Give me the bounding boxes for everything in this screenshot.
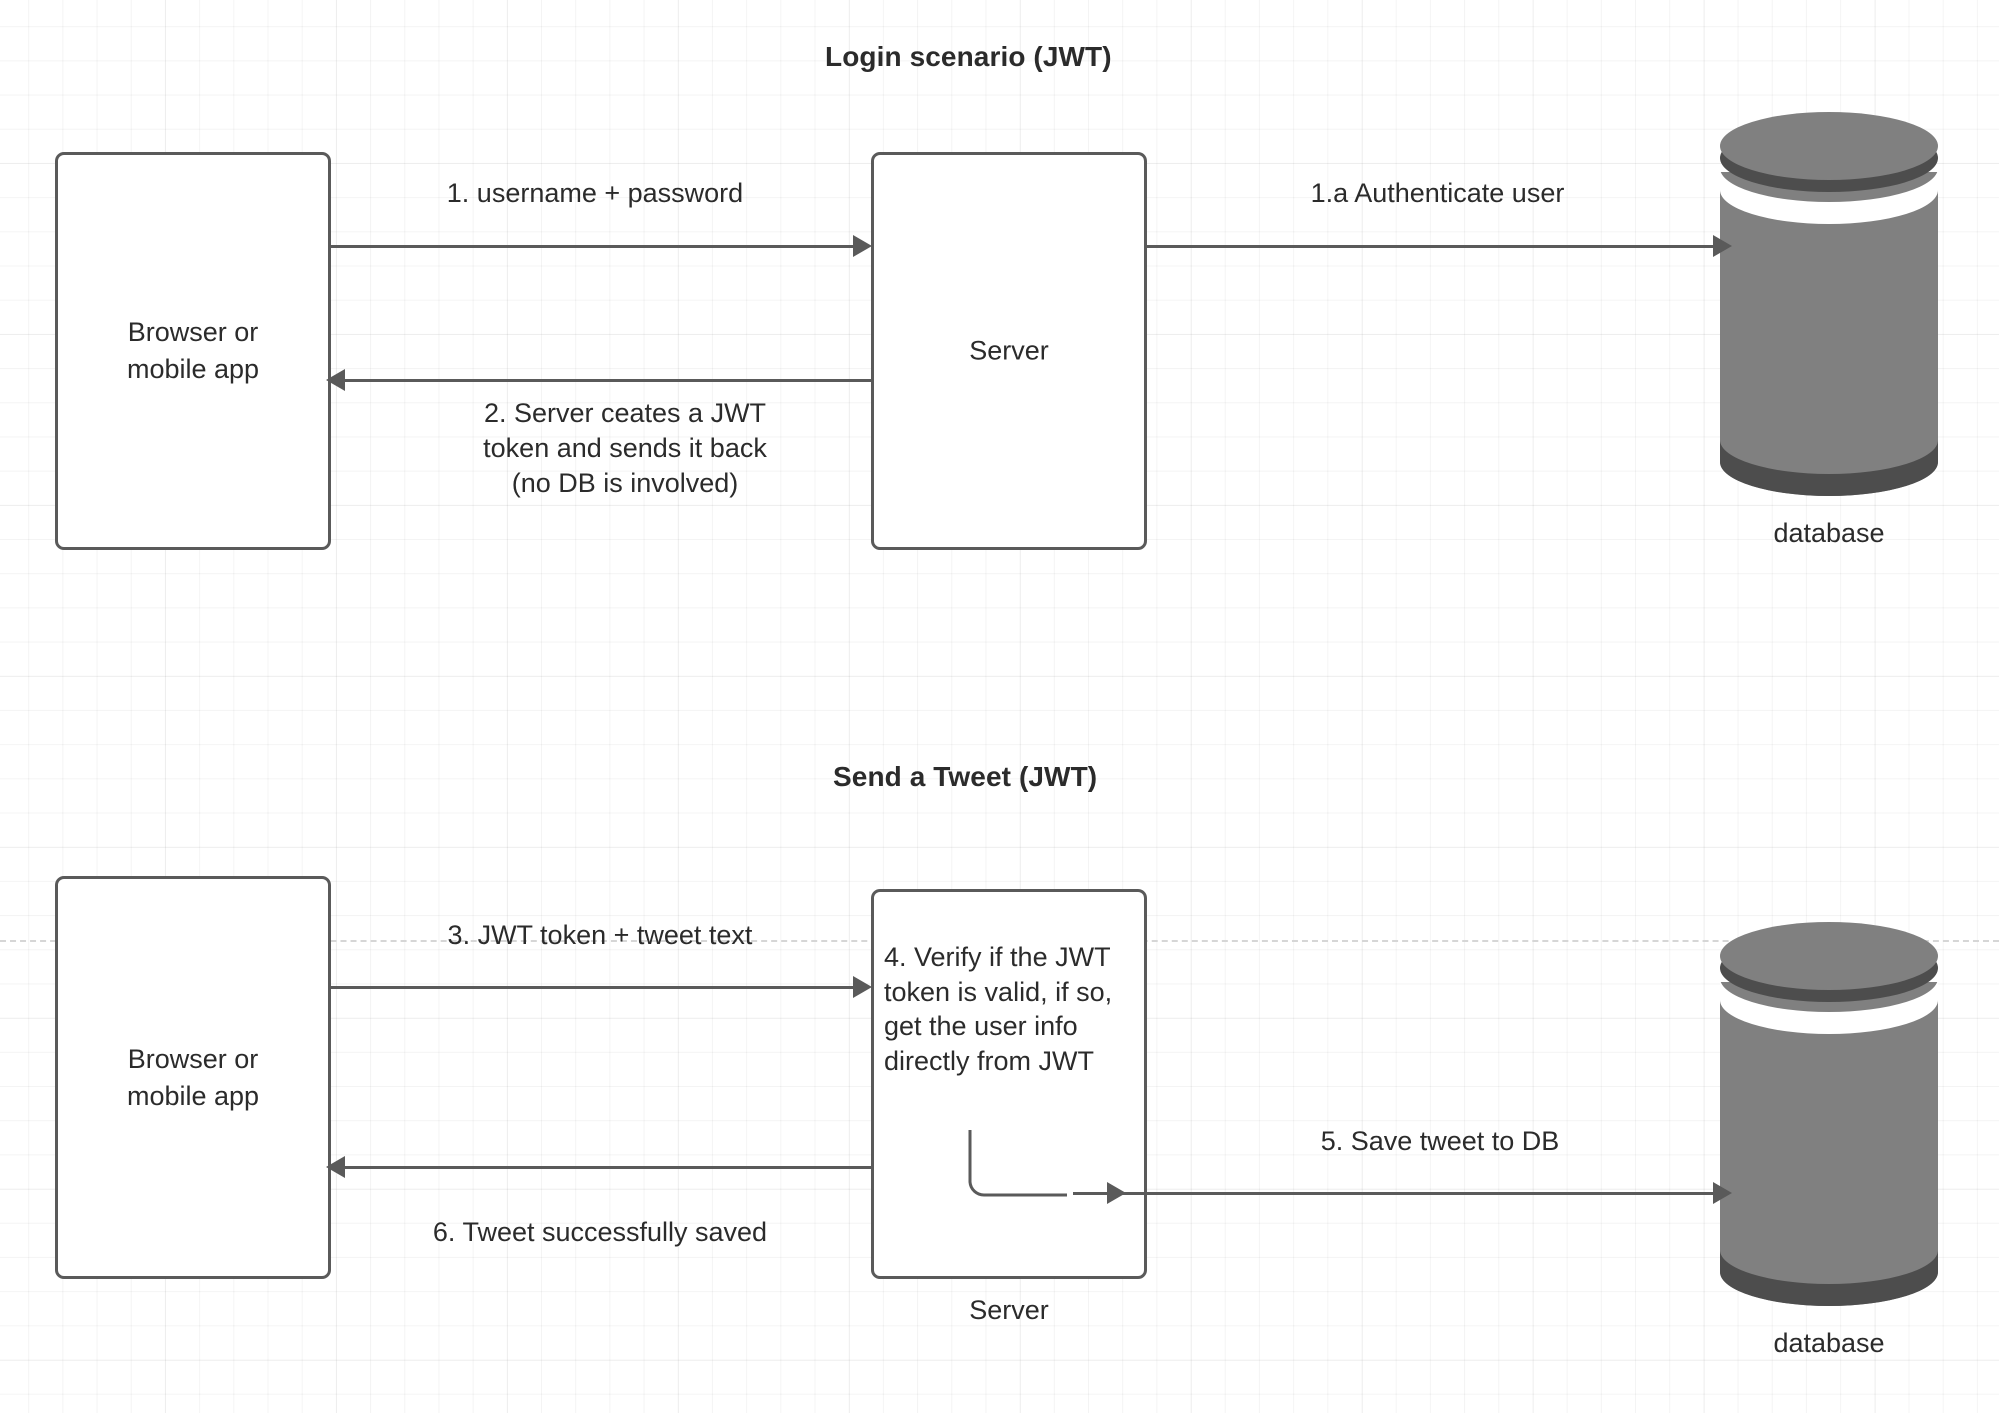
arrowhead-right-username-password [853,235,872,257]
label-server-tweet: Server [969,1295,1049,1325]
elbow-connector-inside-server [968,1130,1067,1197]
edge-label-jwt-token-tweet-text: 3. JWT token + tweet text [447,920,753,950]
edge-line-jwt-token-back [345,379,871,382]
edge-line-jwt-token-tweet-text [331,986,858,989]
label-database-tweet: database [1773,1328,1885,1358]
node-label-server: Server [969,335,1049,366]
node-label-tweet-client: Browser or mobile app [58,1040,328,1115]
node-label: Browser or mobile app [58,314,328,389]
node-server-login[interactable]: Server [871,152,1147,550]
database-cylinder-icon [1720,112,1938,496]
edge-line-username-password [331,245,858,248]
section-title-login: Login scenario (JWT) [825,41,1112,72]
node-browser-or-mobile-app-tweet[interactable]: Browser or mobile app [55,876,331,1279]
node-label-line1: Browser or [127,316,259,347]
label-database-login: database [1773,518,1885,548]
edge-label-jwt-token-back: 2. Server ceates a JWT token and sends i… [483,398,767,499]
database-cylinder-icon [1720,922,1938,1306]
node-database-login[interactable] [1716,110,1942,510]
arrowhead-right-save-tweet-to-db-end [1713,1182,1732,1204]
arrowhead-right-jwt-token-tweet-text [853,976,872,998]
edge-line-save-tweet-to-db [1073,1192,1720,1195]
edge-line-authenticate-user [1147,245,1720,248]
edge-line-tweet-successfully-saved [345,1166,871,1169]
node-database-tweet[interactable] [1716,920,1942,1320]
node-label-line1: Browser or [127,1043,259,1074]
arrowhead-right-save-tweet-to-db [1107,1182,1126,1204]
section-title-send-tweet: Send a Tweet (JWT) [833,761,1098,792]
arrowhead-right-authenticate-user [1713,235,1732,257]
edge-label-authenticate-user: 1.a Authenticate user [1310,178,1565,208]
edge-label-tweet-successfully-saved: 6. Tweet successfully saved [432,1217,768,1247]
node-server-tweet[interactable]: 4. Verify if the JWT token is valid, if … [871,889,1147,1279]
node-label-line2: mobile app [126,1080,260,1111]
node-label-line2: mobile app [126,354,260,384]
edge-label-save-tweet-to-db: 5. Save tweet to DB [1320,1126,1560,1156]
arrowhead-left-tweet-successfully-saved [326,1156,345,1178]
node-text-verify-jwt: 4. Verify if the JWT token is valid, if … [884,942,1113,1076]
node-browser-or-mobile-app-login[interactable]: Browser or mobile app [55,152,331,550]
edge-label-username-password: 1. username + password [446,178,744,208]
arrowhead-left-jwt-token-back [326,369,345,391]
